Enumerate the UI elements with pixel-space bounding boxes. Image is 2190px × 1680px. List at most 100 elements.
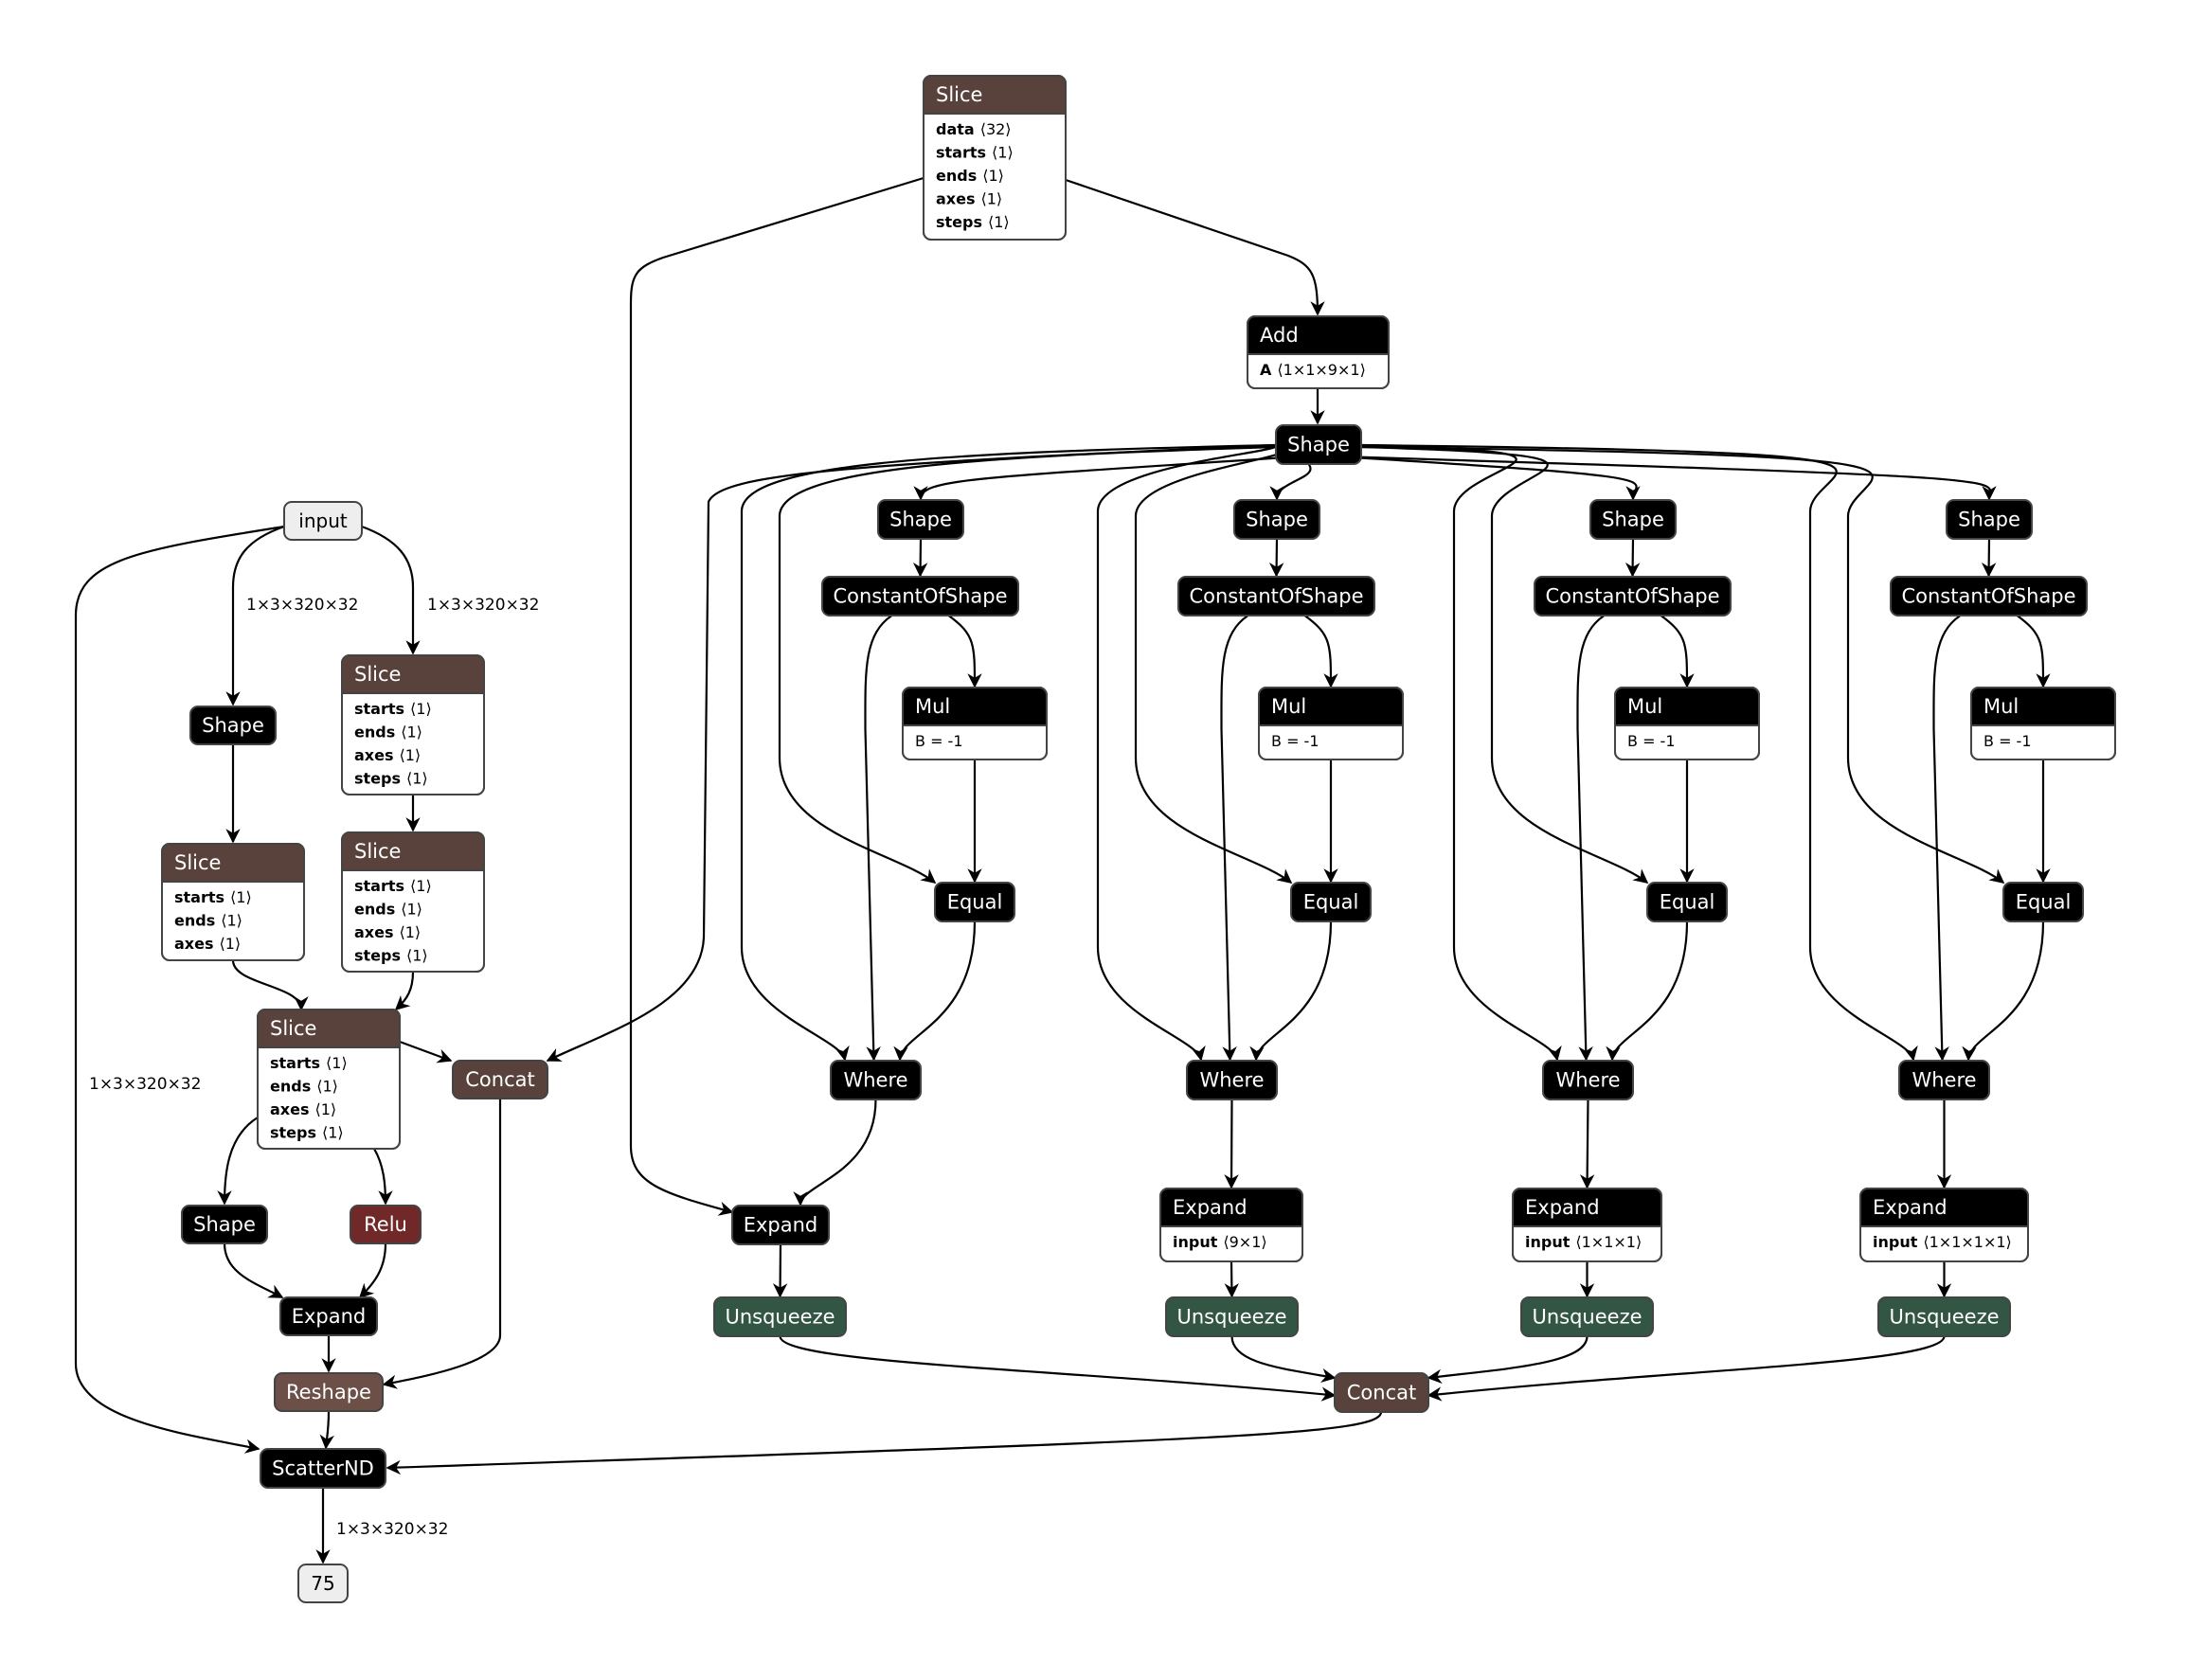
node-box[interactable]	[1275, 424, 1362, 465]
attribute-value: ⟨1⟩	[406, 770, 428, 788]
node-box[interactable]	[877, 499, 964, 540]
node-box[interactable]	[260, 1448, 386, 1489]
node-concat-r[interactable]: Concat	[1334, 1372, 1429, 1413]
node-shape-c3[interactable]: Shape	[1589, 499, 1677, 540]
edge-shape-cos-4	[1981, 538, 1997, 578]
node-unsq-c4[interactable]: Unsqueeze	[1877, 1296, 2011, 1337]
node-box[interactable]	[821, 576, 1019, 617]
node-box[interactable]	[1898, 1060, 1990, 1100]
node-equal-c1[interactable]: Equal	[934, 882, 1015, 922]
attribute-value: ⟨1⟩	[326, 1054, 348, 1072]
node-box[interactable]	[1890, 576, 2088, 617]
node-box[interactable]	[713, 1296, 847, 1337]
node-box[interactable]	[934, 882, 1015, 922]
node-box[interactable]	[189, 706, 277, 745]
node-concat-l[interactable]: Concat	[452, 1060, 548, 1099]
node-box[interactable]	[350, 1205, 422, 1244]
node-box[interactable]	[1165, 1296, 1299, 1337]
node-reshape[interactable]: Reshape	[274, 1372, 384, 1412]
node-equal-c2[interactable]: Equal	[1290, 882, 1372, 922]
node-attribute: A⟨1×1×9×1⟩	[1260, 361, 1366, 379]
node-relu[interactable]: Relu	[350, 1205, 422, 1244]
node-header	[342, 832, 484, 870]
edge-equal-where-2	[1249, 920, 1333, 1062]
edge-relu-expand	[358, 1242, 387, 1299]
node-box[interactable]	[731, 1205, 830, 1245]
node-shape-c1[interactable]: Shape	[877, 499, 964, 540]
node-cos-c2[interactable]: ConstantOfShape	[1177, 576, 1375, 617]
io-box[interactable]	[297, 1564, 349, 1603]
node-title: Unsqueeze	[1532, 1306, 1642, 1329]
edge-label-input-shape: 1×3×320×32	[246, 596, 358, 615]
node-title: Shape	[202, 714, 264, 737]
node-attribute: B = -1	[1271, 732, 1319, 750]
node-where-c4[interactable]: Where	[1898, 1060, 1990, 1100]
attribute-key: steps	[270, 1124, 316, 1142]
node-box[interactable]	[1877, 1296, 2011, 1337]
node-box[interactable]	[1946, 499, 2033, 540]
node-input[interactable]: input	[283, 501, 363, 541]
node-box[interactable]	[1646, 882, 1728, 922]
node-where-c2[interactable]: Where	[1186, 1060, 1278, 1100]
node-box[interactable]	[1542, 1060, 1634, 1100]
node-box[interactable]	[1334, 1372, 1429, 1413]
attribute-key: axes	[174, 935, 214, 953]
node-where-c1[interactable]: Where	[830, 1060, 922, 1100]
node-box[interactable]	[830, 1060, 922, 1100]
node-cos-c4[interactable]: ConstantOfShape	[1890, 576, 2088, 617]
node-shape-main[interactable]: Shape	[1275, 424, 1362, 465]
node-scatternd[interactable]: ScatterND	[260, 1448, 386, 1489]
node-shape-l[interactable]: Shape	[189, 706, 277, 745]
node-equal-c3[interactable]: Equal	[1646, 882, 1728, 922]
node-shape-c4[interactable]: Shape	[1946, 499, 2033, 540]
node-shape-b[interactable]: Shape	[181, 1205, 268, 1244]
node-equal-c4[interactable]: Equal	[2002, 882, 2084, 922]
attribute-value: ⟨1⟩	[221, 912, 242, 930]
node-cos-c1[interactable]: ConstantOfShape	[821, 576, 1019, 617]
node-box[interactable]	[1589, 499, 1677, 540]
node-outline	[1247, 315, 1390, 389]
node-unsq-c3[interactable]: Unsqueeze	[1520, 1296, 1654, 1337]
node-title: Concat	[1347, 1382, 1416, 1404]
node-box[interactable]	[274, 1372, 384, 1412]
node-box[interactable]	[1233, 499, 1320, 540]
node-unsq-c2[interactable]: Unsqueeze	[1165, 1296, 1299, 1337]
node-unsq-c1[interactable]: Unsqueeze	[713, 1296, 847, 1337]
node-output-75[interactable]: 75	[297, 1564, 349, 1603]
node-attribute: input⟨1×1×1⟩	[1525, 1233, 1642, 1251]
attribute-key: data	[936, 120, 975, 138]
node-header	[162, 844, 304, 882]
node-expand-c1[interactable]: Expand	[731, 1205, 830, 1245]
node-expand-l[interactable]: Expand	[279, 1296, 378, 1336]
node-box[interactable]	[1290, 882, 1372, 922]
io-box[interactable]	[283, 501, 363, 541]
node-slice-top[interactable]: Slicedata⟨32⟩starts⟨1⟩ends⟨1⟩axes⟨1⟩step…	[923, 75, 1067, 241]
node-where-c3[interactable]: Where	[1542, 1060, 1634, 1100]
edges-layer	[74, 176, 2051, 1564]
node-shape-c2[interactable]: Shape	[1233, 499, 1320, 540]
node-box[interactable]	[2002, 882, 2084, 922]
node-box[interactable]	[1534, 576, 1732, 617]
node-cos-c3[interactable]: ConstantOfShape	[1534, 576, 1732, 617]
node-box[interactable]	[1177, 576, 1375, 617]
node-box[interactable]	[452, 1060, 548, 1099]
node-box[interactable]	[1186, 1060, 1278, 1100]
edge-where-expand-2	[1224, 1099, 1239, 1189]
node-box[interactable]	[279, 1296, 378, 1336]
node-title: Mul	[915, 695, 950, 718]
node-title: Where	[1555, 1069, 1620, 1092]
node-box[interactable]	[1520, 1296, 1654, 1337]
node-box[interactable]	[181, 1205, 268, 1244]
